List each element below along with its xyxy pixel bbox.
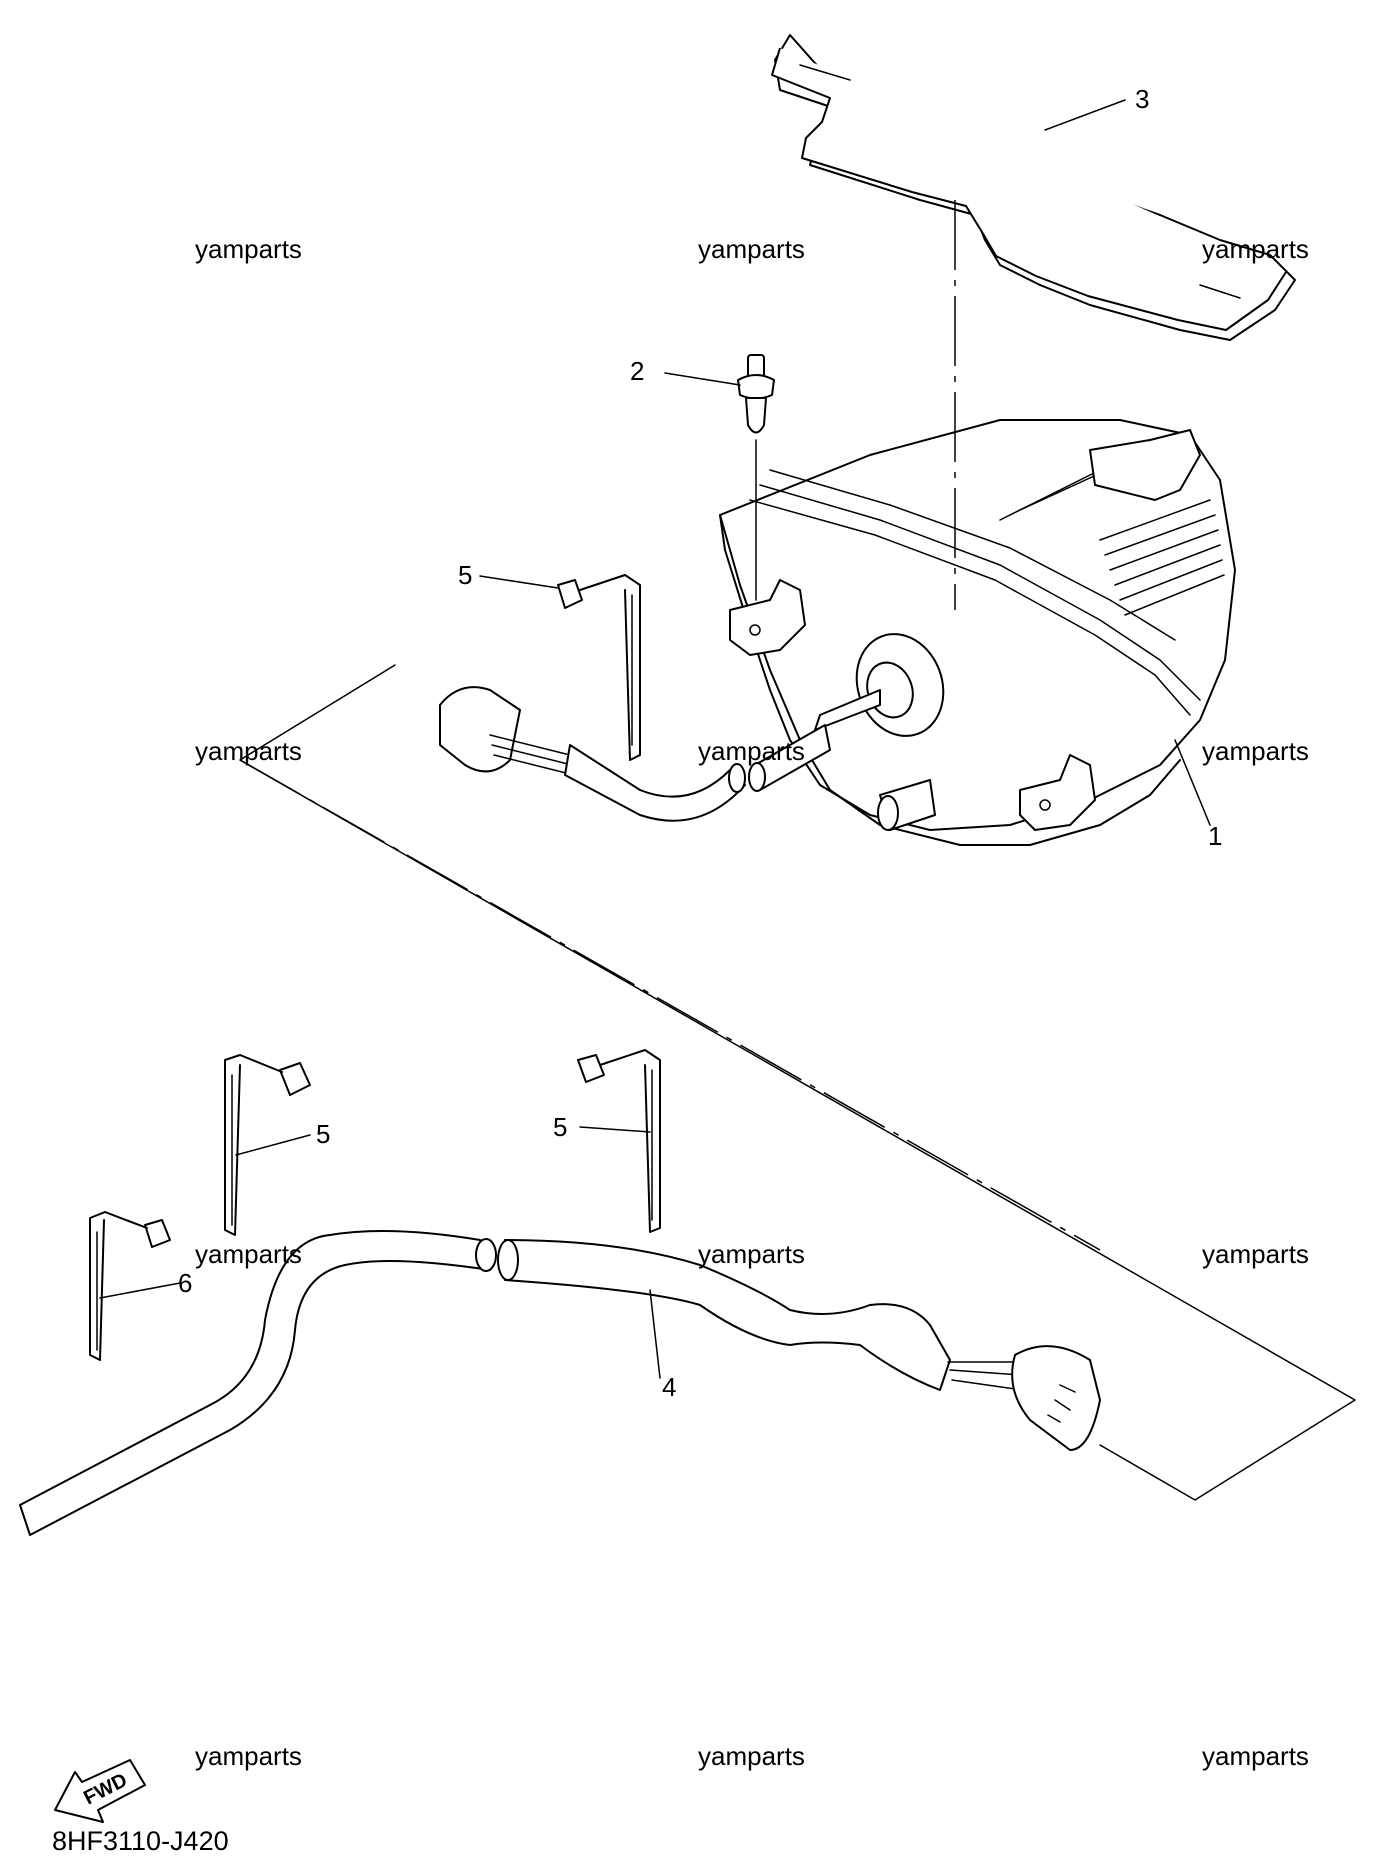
watermark: yamparts (195, 1741, 302, 1771)
watermark: yamparts (698, 234, 805, 264)
watermark: yamparts (1202, 1741, 1309, 1771)
callout-labels: 3 2 5 1 5 5 6 4 (178, 84, 1222, 1402)
watermark: yamparts (195, 736, 302, 766)
wire-harness-upper-icon (439, 686, 746, 822)
watermark: yamparts (698, 1239, 805, 1269)
callout-6: 6 (178, 1268, 192, 1298)
cable-tie-icon (224, 1054, 311, 1236)
cable-tie-icon (557, 574, 641, 761)
callout-5-lower-left: 5 (316, 1119, 330, 1149)
callout-3: 3 (1135, 84, 1149, 114)
callout-1: 1 (1208, 821, 1222, 851)
tail-light-assembly-icon (719, 419, 1236, 846)
callout-5-upper: 5 (458, 560, 472, 590)
assembly-lines (239, 200, 1356, 1501)
fwd-arrow-icon: FWD (54, 1759, 146, 1823)
watermark: yamparts (1202, 736, 1309, 766)
pigtail-wire-icon (748, 689, 881, 792)
watermark: yamparts (1202, 234, 1309, 264)
watermark: yamparts (698, 736, 805, 766)
callout-2: 2 (630, 356, 644, 386)
watermark: yamparts (195, 1239, 302, 1269)
drawing-code: 8HF3110-J420 (52, 1826, 229, 1856)
watermark: yamparts (1202, 1239, 1309, 1269)
callout-5-lower-middle: 5 (553, 1112, 567, 1142)
cable-tie-icon (89, 1211, 171, 1361)
pad-icon (771, 34, 1296, 341)
wire-harness-icon (19, 1230, 1101, 1536)
watermark: yamparts (698, 1741, 805, 1771)
cable-tie-icon (577, 1049, 661, 1233)
watermark: yamparts (195, 234, 302, 264)
rivet-icon (737, 354, 775, 601)
leader-lines (99, 99, 1211, 1379)
watermarks: yamparts yamparts yamparts yamparts yamp… (195, 234, 1309, 1771)
callout-4: 4 (662, 1372, 676, 1402)
